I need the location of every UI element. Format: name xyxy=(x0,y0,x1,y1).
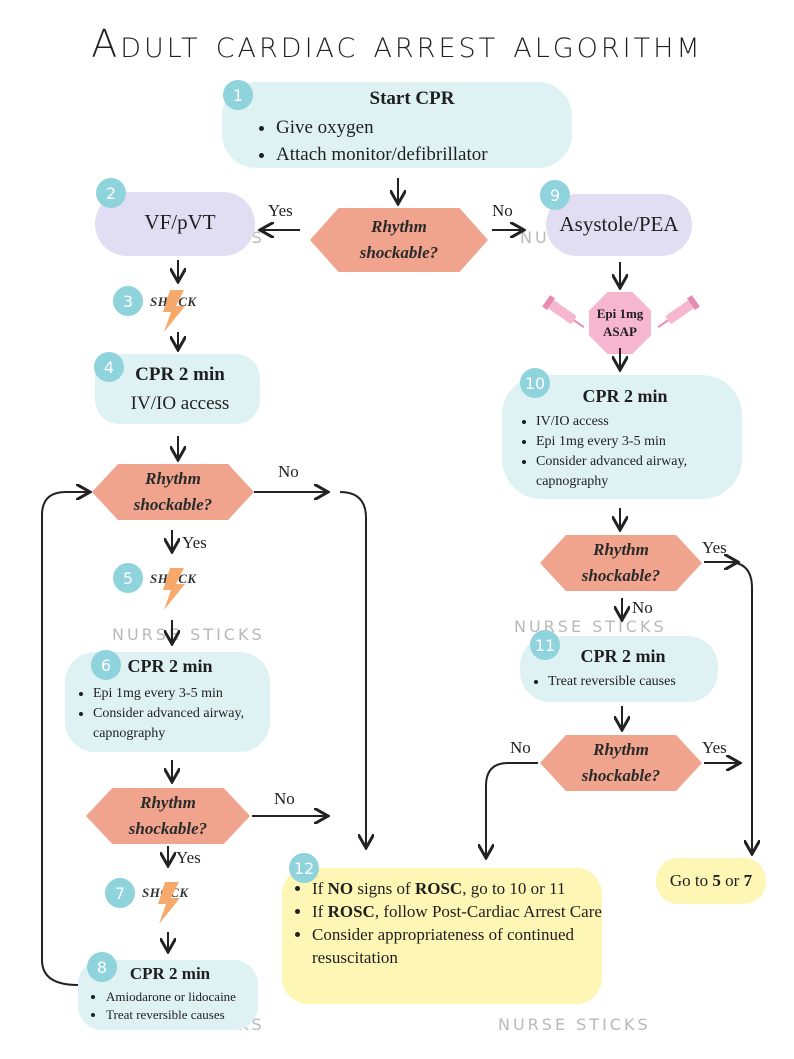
no-label: No xyxy=(632,598,653,617)
text: signs of xyxy=(353,879,415,898)
decision-line-2: shockable? xyxy=(133,495,213,514)
step-12-item: If NO signs of ROSC, go to 10 or 11 xyxy=(312,877,616,900)
yes-label: Yes xyxy=(176,848,201,867)
step-3-badge: 3 xyxy=(113,286,143,316)
step-11-title: CPR 2 min xyxy=(580,646,666,666)
step-2-badge: 2 xyxy=(96,178,126,208)
yes-label: Yes xyxy=(702,538,727,557)
step-10-item: Epi 1mg every 3-5 min xyxy=(536,432,762,452)
step-8-title: CPR 2 min xyxy=(129,964,211,983)
step-7-badge: 7 xyxy=(105,878,135,908)
step-6-list: Epi 1mg every 3-5 min Consider advanced … xyxy=(71,684,293,744)
step-12-list: If NO signs of ROSC, go to 10 or 11 If R… xyxy=(292,877,616,969)
yes-label: Yes xyxy=(268,201,293,220)
text-bold: NO xyxy=(327,879,354,898)
step-12-item: Consider appropriateness of continued re… xyxy=(312,923,616,969)
goto-box xyxy=(656,858,766,904)
connector xyxy=(339,491,367,842)
step-8-badge: 8 xyxy=(87,952,117,982)
step-8-list: Amiodarone or lidocaine Treat reversible… xyxy=(86,988,286,1024)
lightning-bolt-icon xyxy=(163,568,185,610)
step-12-item: If ROSC, follow Post-Cardiac Arrest Care xyxy=(312,900,616,923)
decision-line-2: shockable? xyxy=(581,766,661,785)
decision-line-2: shockable? xyxy=(128,819,208,838)
step-10-item: Consider advanced airway, capnography xyxy=(536,452,762,492)
step-10-badge: 10 xyxy=(520,368,550,398)
decision-rhythm-shockable: Rhythm shockable? xyxy=(92,464,254,520)
step-1-badge: 1 xyxy=(223,80,253,110)
step-1-item: Give oxygen xyxy=(276,114,488,141)
no-label: No xyxy=(510,738,531,757)
lightning-bolt-icon xyxy=(163,290,185,332)
text-bold: ROSC xyxy=(414,879,463,898)
decision-line-2: shockable? xyxy=(359,243,439,262)
step-11-item: Treat reversible causes xyxy=(548,672,738,692)
decision-line-2: shockable? xyxy=(581,566,661,585)
no-label: No xyxy=(274,789,295,808)
lightning-bolt-icon xyxy=(158,882,180,924)
step-12-badge: 12 xyxy=(289,853,319,883)
step-4-badge: 4 xyxy=(94,352,124,382)
step-9-label: Asystole/PEA xyxy=(559,212,679,236)
text-bold: 5 xyxy=(712,871,721,890)
goto-label: Go to 5 or 7 xyxy=(656,871,766,891)
epi-line-2: ASAP xyxy=(603,324,637,339)
epi-line-1: Epi 1mg xyxy=(596,305,644,321)
step-1-box xyxy=(222,82,572,168)
no-label: No xyxy=(278,462,299,481)
page-title: Adult cardiac arrest algorithm xyxy=(91,22,703,66)
watermark-text: NURSE STICKS xyxy=(112,625,265,644)
step-6-badge: 6 xyxy=(91,650,121,680)
step-4-title: CPR 2 min xyxy=(135,364,225,385)
decision-rhythm-shockable: Rhythm shockable? xyxy=(310,208,488,272)
decision-rhythm-shockable: Rhythm shockable? xyxy=(86,788,250,844)
step-10-item: IV/IO access xyxy=(536,412,762,432)
step-4-sub: IV/IO access xyxy=(130,393,230,414)
text: or xyxy=(720,871,744,890)
step-1-list: Give oxygen Attach monitor/defibrillator xyxy=(254,114,488,168)
text-bold: 7 xyxy=(743,871,753,890)
yes-label: Yes xyxy=(702,738,727,757)
decision-line-1: Rhythm xyxy=(145,468,201,488)
step-11-badge: 11 xyxy=(530,630,560,660)
connector xyxy=(41,492,88,986)
decision-rhythm-shockable: Rhythm shockable? xyxy=(540,535,702,591)
step-10-title: CPR 2 min xyxy=(582,386,668,406)
step-6-item: Epi 1mg every 3-5 min xyxy=(93,684,293,704)
decision-line-1: Rhythm xyxy=(140,792,196,812)
text: , follow Post-Cardiac Arrest Care xyxy=(374,902,602,921)
yes-label: Yes xyxy=(182,533,207,552)
watermark-text: NURSE STICKS xyxy=(498,1015,651,1034)
step-1-title: Start CPR xyxy=(369,88,455,109)
step-12-box xyxy=(282,868,602,1004)
decision-line-1: Rhythm xyxy=(593,739,649,759)
step-2-label: VF/pVT xyxy=(144,210,216,234)
step-6-item: Consider advanced airway, capnography xyxy=(93,704,293,744)
text: If xyxy=(312,902,328,921)
decision-line-1: Rhythm xyxy=(593,539,649,559)
step-6-title: CPR 2 min xyxy=(127,656,213,676)
text: , go to 10 or 11 xyxy=(462,879,566,898)
step-11-list: Treat reversible causes xyxy=(528,672,738,692)
step-9-badge: 9 xyxy=(540,180,570,210)
connector xyxy=(727,561,752,852)
step-10-list: IV/IO access Epi 1mg every 3-5 min Consi… xyxy=(514,412,762,492)
text: Go to xyxy=(669,871,713,890)
epi-asap-badge: Epi 1mg ASAP xyxy=(589,292,651,354)
text: If xyxy=(312,879,328,898)
step-8-item: Treat reversible causes xyxy=(106,1006,286,1024)
no-label: No xyxy=(492,201,513,220)
text-bold: ROSC xyxy=(327,902,375,921)
decision-rhythm-shockable: Rhythm shockable? xyxy=(540,735,702,791)
step-8-item: Amiodarone or lidocaine xyxy=(106,988,286,1006)
step-1-item: Attach monitor/defibrillator xyxy=(276,141,488,168)
decision-line-1: Rhythm xyxy=(371,216,427,236)
syringe-icon xyxy=(542,295,585,329)
step-5-badge: 5 xyxy=(113,563,143,593)
step-9-box xyxy=(546,194,692,256)
connector xyxy=(486,762,538,856)
syringe-icon xyxy=(657,295,700,329)
